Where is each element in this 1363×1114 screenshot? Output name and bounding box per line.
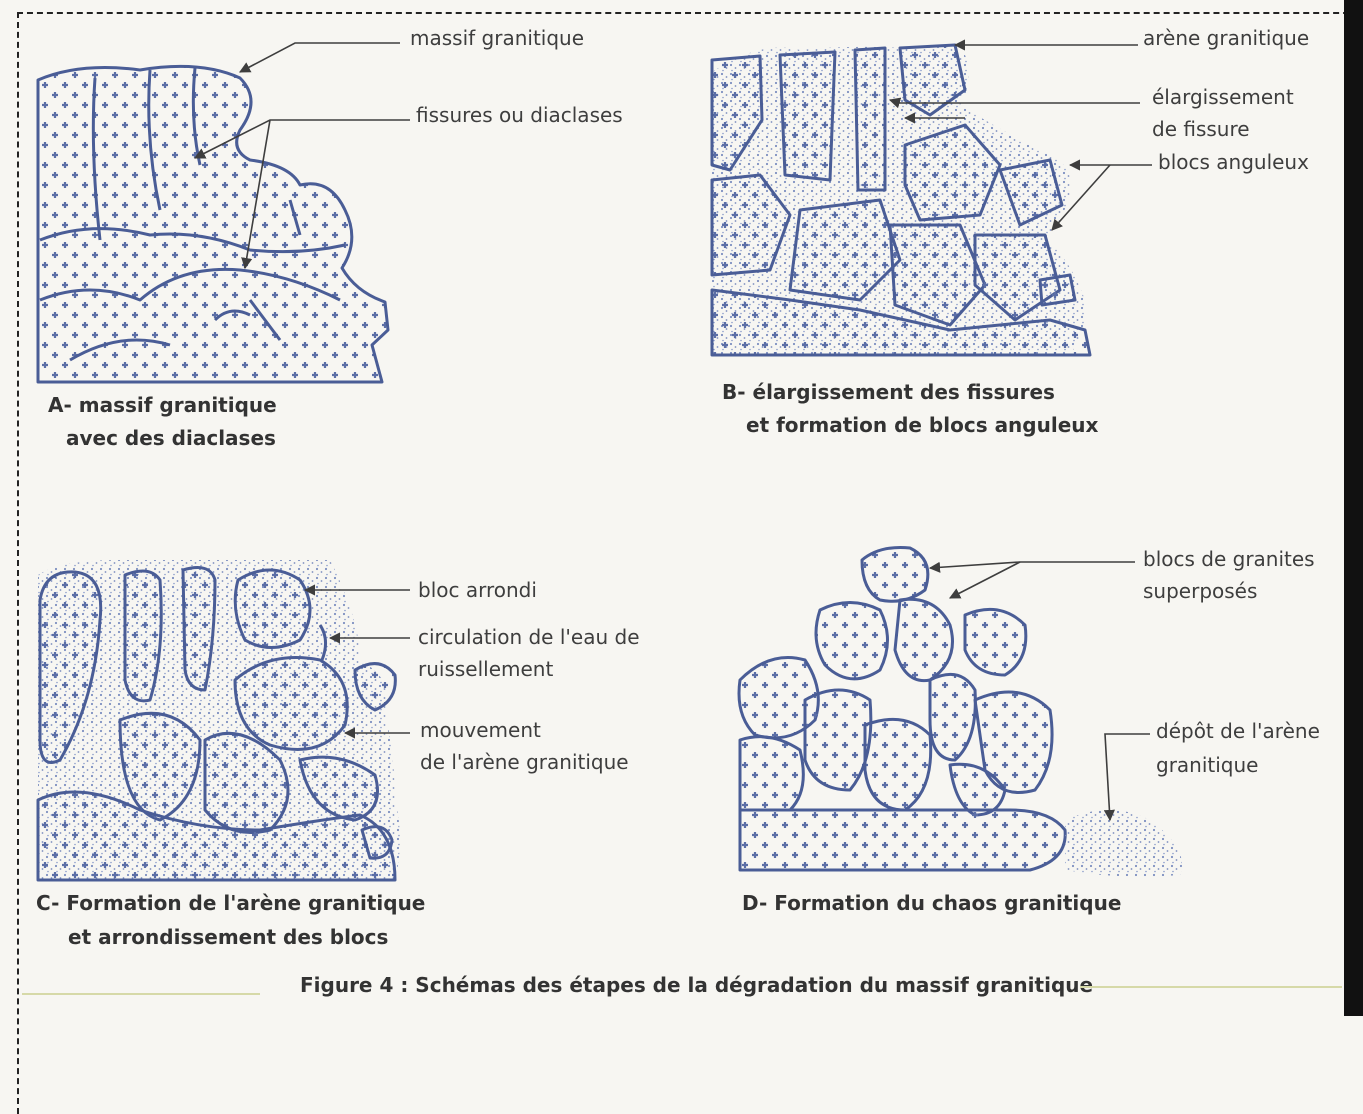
label-mouvement-line1: mouvement: [420, 718, 541, 742]
panel-b-caption-line2: et formation de blocs anguleux: [746, 413, 1099, 437]
label-elargissement-line2: de fissure: [1152, 117, 1250, 141]
panel-a-drawing: [36, 64, 390, 384]
caption-rule-right: [1080, 986, 1342, 988]
panel-c-drawing: [36, 560, 400, 882]
panel-b-drawing: [710, 43, 1092, 357]
panel-a-caption-line1: A- massif granitique: [48, 393, 277, 417]
panel-c-caption-line1: C- Formation de l'arène granitique: [36, 891, 426, 915]
leader-lines: [194, 39, 1152, 822]
diagram-canvas: [36, 39, 1182, 882]
label-depot-line2: granitique: [1156, 753, 1259, 777]
panel-d-caption: D- Formation du chaos granitique: [742, 891, 1122, 915]
scan-edge-strip: [1344, 0, 1363, 1016]
label-blocs-granites-line1: blocs de granites: [1143, 547, 1315, 571]
label-elargissement-line1: élargissement: [1152, 85, 1294, 109]
label-blocs-anguleux: blocs anguleux: [1158, 150, 1309, 174]
label-circulation-line2: ruissellement: [418, 657, 554, 681]
label-circulation-line1: circulation de l'eau de: [418, 625, 640, 649]
label-massif-granitique: massif granitique: [410, 26, 585, 50]
caption-rule-left: [22, 993, 260, 995]
panel-a-caption-line2: avec des diaclases: [66, 426, 276, 450]
panel-b-caption-line1: B- élargissement des fissures: [722, 380, 1055, 404]
label-arene-granitique: arène granitique: [1143, 26, 1310, 50]
label-blocs-granites-line2: superposés: [1143, 579, 1258, 603]
panel-c-caption-line2: et arrondissement des blocs: [68, 925, 389, 949]
dashed-frame: [17, 12, 1363, 1114]
label-fissures-diaclases: fissures ou diaclases: [416, 103, 623, 127]
label-bloc-arrondi: bloc arrondi: [418, 578, 537, 602]
panel-d-drawing: [737, 546, 1182, 877]
label-mouvement-line2: de l'arène granitique: [420, 750, 629, 774]
figure-caption: Figure 4 : Schémas des étapes de la dégr…: [300, 973, 1094, 997]
label-depot-line1: dépôt de l'arène: [1156, 719, 1320, 743]
